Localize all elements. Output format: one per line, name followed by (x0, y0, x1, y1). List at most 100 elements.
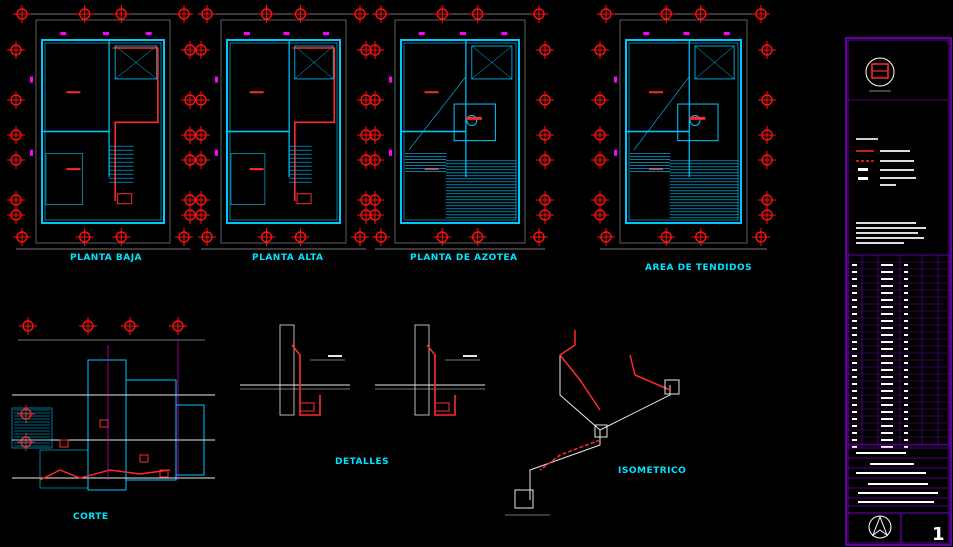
section-corte (11, 317, 215, 491)
room-tag (249, 91, 264, 94)
table-cell-mark (852, 320, 857, 322)
table-cell-mark (881, 362, 893, 364)
table-cell-mark (852, 446, 857, 448)
slope-line (633, 76, 690, 150)
title-block: 1 (845, 37, 952, 546)
legend (856, 138, 916, 186)
iso-line (599, 385, 671, 431)
stair-hatch (109, 145, 134, 183)
table-cell-mark (881, 390, 893, 392)
isometric-group (505, 330, 680, 516)
details-group (240, 324, 485, 416)
table-cell-mark (904, 285, 908, 287)
grid-marker-icon (758, 151, 776, 169)
grid-marker-icon (175, 228, 193, 246)
roof-hatch (405, 153, 447, 172)
room-tag (249, 168, 264, 171)
grid-marker-icon (758, 206, 776, 224)
label-area-tendidos: AREA DE TENDIDOS (645, 263, 752, 273)
iso-pipe (629, 354, 671, 391)
table-cell-mark (852, 313, 857, 315)
table-cell-mark (904, 376, 908, 378)
accent-tick (614, 149, 617, 156)
table-cell-mark (881, 348, 893, 350)
grid-marker-icon (7, 206, 25, 224)
table-cell-mark (881, 292, 893, 294)
note-line (856, 227, 926, 229)
grid-marker-icon (366, 126, 384, 144)
stair-box (230, 153, 266, 206)
table-cell-mark (852, 292, 857, 294)
grid-marker-icon (198, 5, 216, 23)
table-cell-mark (881, 334, 893, 336)
table-cell-mark (881, 446, 893, 448)
table-cell-mark (904, 390, 908, 392)
table-cell-mark (852, 432, 857, 434)
notes-block (856, 222, 926, 244)
grid-marker-icon (591, 41, 609, 59)
table-cell-mark (904, 320, 908, 322)
accent-tick (614, 76, 617, 83)
grid-marker-icon (433, 228, 452, 246)
footer-text-mark (856, 452, 906, 454)
grid-marker-icon (597, 228, 615, 246)
sheet-number: 1 (932, 524, 945, 545)
plan-planta-alta (192, 5, 375, 250)
section-fixture (59, 439, 69, 448)
accent-tick (103, 32, 109, 35)
table-cell-mark (881, 439, 893, 441)
plan-planta-azotea (366, 5, 554, 250)
stair-box (45, 153, 83, 206)
iso-line (529, 355, 601, 500)
section-room (39, 449, 89, 489)
grid-marker-icon (7, 126, 25, 144)
table-cell-mark (881, 271, 893, 273)
room-box (471, 45, 513, 80)
table-cell-mark (904, 369, 908, 371)
table-cell-mark (904, 313, 908, 315)
grid-marker-icon (536, 126, 554, 144)
room-cross (694, 45, 735, 80)
dimension-frame (35, 19, 171, 244)
label-planta-baja: PLANTA BAJA (70, 253, 142, 263)
table-cell-mark (852, 271, 857, 273)
grid-marker-icon (121, 317, 139, 335)
table-cell-mark (904, 299, 908, 301)
label-detalles: DETALLES (335, 457, 389, 467)
grid-marker-icon (468, 5, 487, 23)
dimension-frame (394, 19, 526, 244)
table-cell-mark (852, 404, 857, 406)
table-cell-mark (881, 313, 893, 315)
accent-tick (323, 32, 330, 35)
pipe-segment (689, 116, 706, 120)
grid-marker-icon (192, 41, 210, 59)
table-cell-mark (881, 341, 893, 343)
table-cell-mark (904, 404, 908, 406)
grid-marker-icon (366, 151, 384, 169)
accent-tick (30, 76, 33, 83)
table-cell-mark (904, 418, 908, 420)
grid-marker-icon (536, 91, 554, 109)
iso-box (594, 424, 608, 438)
iso-pipe (558, 330, 601, 411)
table-cell-mark (904, 446, 908, 448)
table-cell-mark (881, 425, 893, 427)
room-cross (294, 45, 334, 80)
table-cell-mark (881, 383, 893, 385)
grid-marker-icon (758, 41, 776, 59)
room-box (114, 45, 158, 80)
detail-wall (414, 324, 430, 416)
tank-icon (689, 115, 701, 127)
note-line (856, 237, 924, 239)
table-cell-mark (852, 278, 857, 280)
section-fixture (159, 469, 169, 478)
table-cell-mark (852, 334, 857, 336)
section-hatch (14, 409, 50, 447)
grid-marker-icon (468, 228, 487, 246)
grid-marker-icon (591, 126, 609, 144)
table-cell-mark (852, 425, 857, 427)
table-cell-mark (904, 432, 908, 434)
pipe-segment (465, 116, 482, 120)
accent-tick (283, 32, 290, 35)
